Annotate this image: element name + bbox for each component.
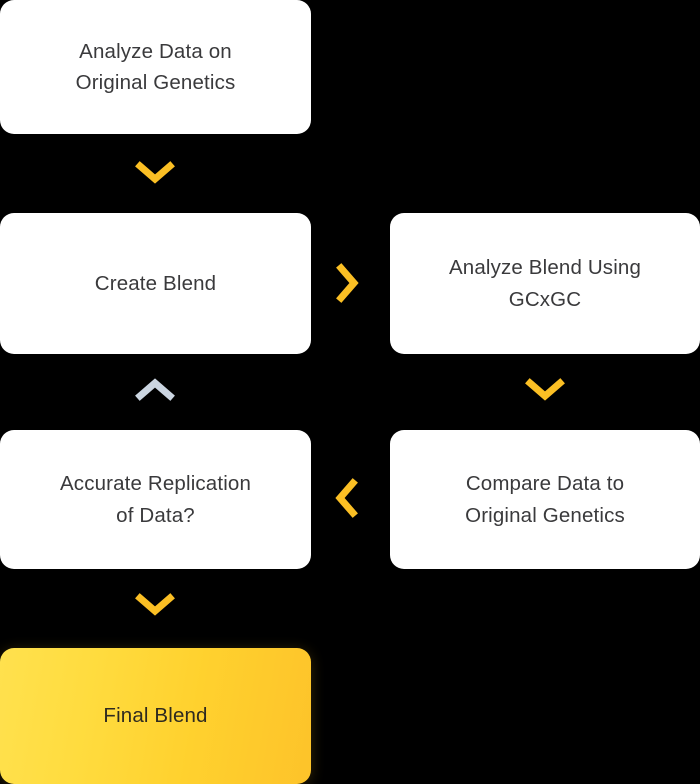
node-label: Accurate Replication of Data? (59, 472, 251, 527)
chevron-up-icon (135, 377, 175, 403)
node-label: Final Blend (103, 704, 208, 728)
node-label: Create Blend (94, 271, 217, 295)
chevron-down-icon (525, 377, 565, 403)
node-label: Compare Data to Original Genetics (465, 472, 625, 527)
node-analyze-blend[interactable]: Analyze Blend Using GCxGC (390, 213, 700, 354)
node-analyze-original[interactable]: Analyze Data on Original Genetics (0, 0, 311, 134)
node-label: Analyze Data on Original Genetics (75, 39, 236, 94)
node-compare-data[interactable]: Compare Data to Original Genetics (390, 430, 700, 569)
node-label: Analyze Blend Using GCxGC (448, 256, 641, 311)
chevron-down-icon (135, 592, 175, 618)
node-final-blend[interactable]: Final Blend (0, 648, 311, 784)
node-accurate-replication[interactable]: Accurate Replication of Data? (0, 430, 311, 569)
node-create-blend[interactable]: Create Blend (0, 213, 311, 354)
chevron-right-icon (334, 262, 360, 304)
chevron-down-icon (135, 160, 175, 186)
chevron-left-icon (334, 477, 360, 519)
